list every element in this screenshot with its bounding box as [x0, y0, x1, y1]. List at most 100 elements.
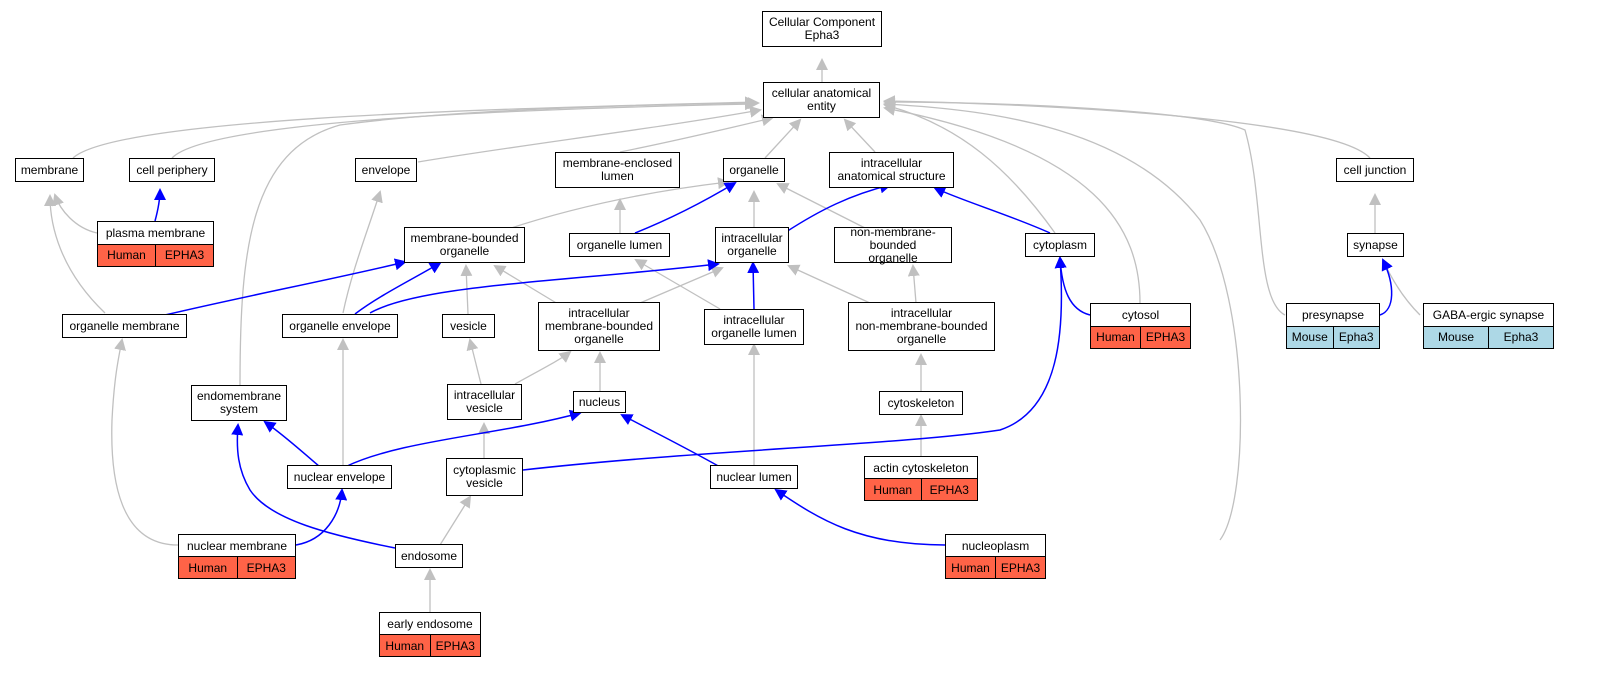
node-intracellular-vesicle[interactable]: intracellular vesicle: [447, 384, 522, 420]
node-organelle-lumen[interactable]: organelle lumen: [569, 233, 670, 257]
node-nucleus[interactable]: nucleus: [573, 391, 626, 413]
edge-nucleoplasm-cae: [883, 98, 1242, 541]
edge-orgenvelope-envelope: [342, 190, 383, 314]
edge-blue-orgmembrane-mbo: [164, 258, 407, 316]
node-endomembrane-system[interactable]: endomembrane system: [191, 385, 287, 421]
node-endosome[interactable]: endosome: [395, 544, 463, 568]
edge-blue-cytosol-cytoplasm: [1054, 256, 1091, 316]
edge-blue-presynapse-synapse: [1379, 258, 1393, 316]
edge-blue-nucmembrane-nucenvelope: [295, 488, 348, 546]
edge-icnmbo-icorg: [787, 264, 871, 304]
gene-node-gaba-ergic-synapse[interactable]: GABA-ergic synapse Mouse Epha3: [1423, 303, 1554, 349]
node-cytoskeleton[interactable]: cytoskeleton: [879, 391, 963, 415]
edge-blue-nucenvelope-nucleus: [344, 409, 582, 468]
node-intracellular-membrane-bounded-organelle[interactable]: intracellular membrane-bounded organelle: [538, 302, 660, 351]
edge-cellperiphery-cae: [171, 98, 757, 159]
node-envelope[interactable]: envelope: [355, 158, 417, 182]
node-intracellular-non-membrane-bounded-organelle[interactable]: intracellular non-membrane-bounded organ…: [848, 302, 995, 351]
edge-membrane-cae: [72, 96, 757, 159]
gene-node-presynapse[interactable]: presynapse Mouse Epha3: [1286, 303, 1380, 349]
gene-node-nucleoplasm[interactable]: nucleoplasm Human EPHA3: [945, 534, 1046, 579]
edge-endosome-cytovesicle: [439, 495, 472, 546]
species-label: Human: [865, 479, 921, 500]
edge-blue-nucenvelope-endomembrane: [263, 420, 321, 468]
edge-icvesicle-icmbo: [514, 350, 572, 385]
species-label: Human: [380, 635, 430, 656]
node-membrane-enclosed-lumen[interactable]: membrane-enclosed lumen: [555, 152, 680, 188]
node-cell-periphery[interactable]: cell periphery: [129, 158, 215, 182]
edge-cytosol-cae: [883, 104, 1141, 304]
edge-endomembrane-cae: [239, 97, 760, 386]
gene-node-nuclear-membrane[interactable]: nuclear membrane Human EPHA3: [178, 534, 296, 579]
node-membrane-bounded-organelle[interactable]: membrane-bounded organelle: [404, 227, 525, 263]
edge-ias-cae: [843, 118, 876, 153]
node-cytoplasmic-vesicle[interactable]: cytoplasmic vesicle: [446, 458, 523, 496]
edge-envelope-cae: [417, 105, 762, 163]
gene-node-cytosol[interactable]: cytosol Human EPHA3: [1090, 303, 1191, 349]
node-membrane[interactable]: membrane: [15, 158, 84, 182]
gene-label: EPHA3: [236, 557, 295, 578]
gene-label: EPHA3: [995, 557, 1045, 578]
edge-organelle-cae: [764, 118, 802, 159]
gene-label: Epha3: [1332, 326, 1379, 348]
gene-term-label: nucleoplasm: [946, 535, 1045, 557]
node-organelle[interactable]: organelle: [723, 158, 785, 182]
edge-blue-orglumen-organelle: [634, 181, 737, 234]
gene-term-label: early endosome: [380, 613, 480, 635]
gene-label: Epha3: [1488, 326, 1553, 348]
gene-label: EPHA3: [920, 479, 977, 500]
species-label: Mouse: [1287, 326, 1333, 348]
gene-label: EPHA3: [155, 244, 213, 266]
gene-term-label: actin cytoskeleton: [865, 457, 977, 479]
species-label: Human: [946, 557, 995, 578]
node-cellular-component[interactable]: Cellular Component Epha3: [762, 11, 882, 47]
edge-celljunction-cae: [883, 95, 1371, 159]
node-nuclear-lumen[interactable]: nuclear lumen: [710, 465, 798, 489]
edge-plasmamembrane-membrane: [52, 193, 98, 234]
gene-term-label: presynapse: [1287, 304, 1379, 327]
node-cytoplasm[interactable]: cytoplasm: [1025, 233, 1095, 257]
node-cellular-anatomical-entity[interactable]: cellular anatomical entity: [763, 82, 880, 118]
edge-blue-plasmamembrane-cellperiphery: [153, 188, 166, 222]
edge-orgmembrane-membrane: [44, 194, 106, 314]
edge-vesicle-mbo: [460, 264, 473, 315]
edge-icnmbo-nmbo: [907, 264, 920, 304]
node-non-membrane-bounded-organelle[interactable]: non-membrane-bounded organelle: [834, 225, 952, 264]
species-label: Human: [179, 557, 237, 578]
species-label: Human: [98, 244, 155, 266]
edge-blue-nucleoplasm-nuclumen: [774, 488, 946, 546]
node-synapse[interactable]: synapse: [1347, 233, 1404, 257]
node-cell-junction[interactable]: cell junction: [1336, 158, 1414, 182]
species-label: Human: [1091, 326, 1140, 348]
edge-blue-cytovesicle-cytoplasm: [522, 256, 1067, 471]
edge-blue-endosome-endomembrane: [231, 423, 396, 549]
edge-icmbo-mbo: [493, 264, 559, 305]
edge-blue-nuclumen-nucleus: [620, 414, 721, 468]
node-vesicle[interactable]: vesicle: [442, 314, 495, 338]
gene-term-label: nuclear membrane: [179, 535, 295, 557]
edge-blue-icorglumen-icorg: [747, 261, 760, 310]
gene-term-label: GABA-ergic synapse: [1424, 304, 1553, 327]
edge-icorglumen-orglumen: [634, 258, 721, 310]
edge-blue-orgenvelope-icorg: [369, 259, 720, 314]
edge-nmbo-organelle: [776, 183, 866, 229]
node-organelle-membrane[interactable]: organelle membrane: [62, 314, 187, 338]
node-intracellular-anatomical-structure[interactable]: intracellular anatomical structure: [829, 152, 954, 188]
node-organelle-envelope[interactable]: organelle envelope: [282, 314, 398, 338]
edge-blue-icorg-ias: [785, 181, 892, 233]
gene-label: EPHA3: [1140, 326, 1190, 348]
node-intracellular-organelle-lumen[interactable]: intracellular organelle lumen: [704, 309, 804, 345]
gene-label: EPHA3: [429, 635, 480, 656]
edge-melumen-cae: [619, 114, 774, 153]
edge-icvesicle-vesicle: [466, 338, 482, 385]
gene-node-actin-cytoskeleton[interactable]: actin cytoskeleton Human EPHA3: [864, 456, 978, 501]
gene-node-early-endosome[interactable]: early endosome Human EPHA3: [379, 612, 481, 657]
gene-term-label: plasma membrane: [98, 222, 213, 245]
edge-blue-cytoplasm-ias: [933, 186, 1051, 234]
edge-nucmembrane-orgmembrane: [111, 338, 179, 546]
node-intracellular-organelle[interactable]: intracellular organelle: [715, 227, 789, 263]
gene-node-plasma-membrane[interactable]: plasma membrane Human EPHA3: [97, 221, 214, 267]
gene-term-label: cytosol: [1091, 304, 1190, 327]
node-nuclear-envelope[interactable]: nuclear envelope: [287, 465, 392, 489]
